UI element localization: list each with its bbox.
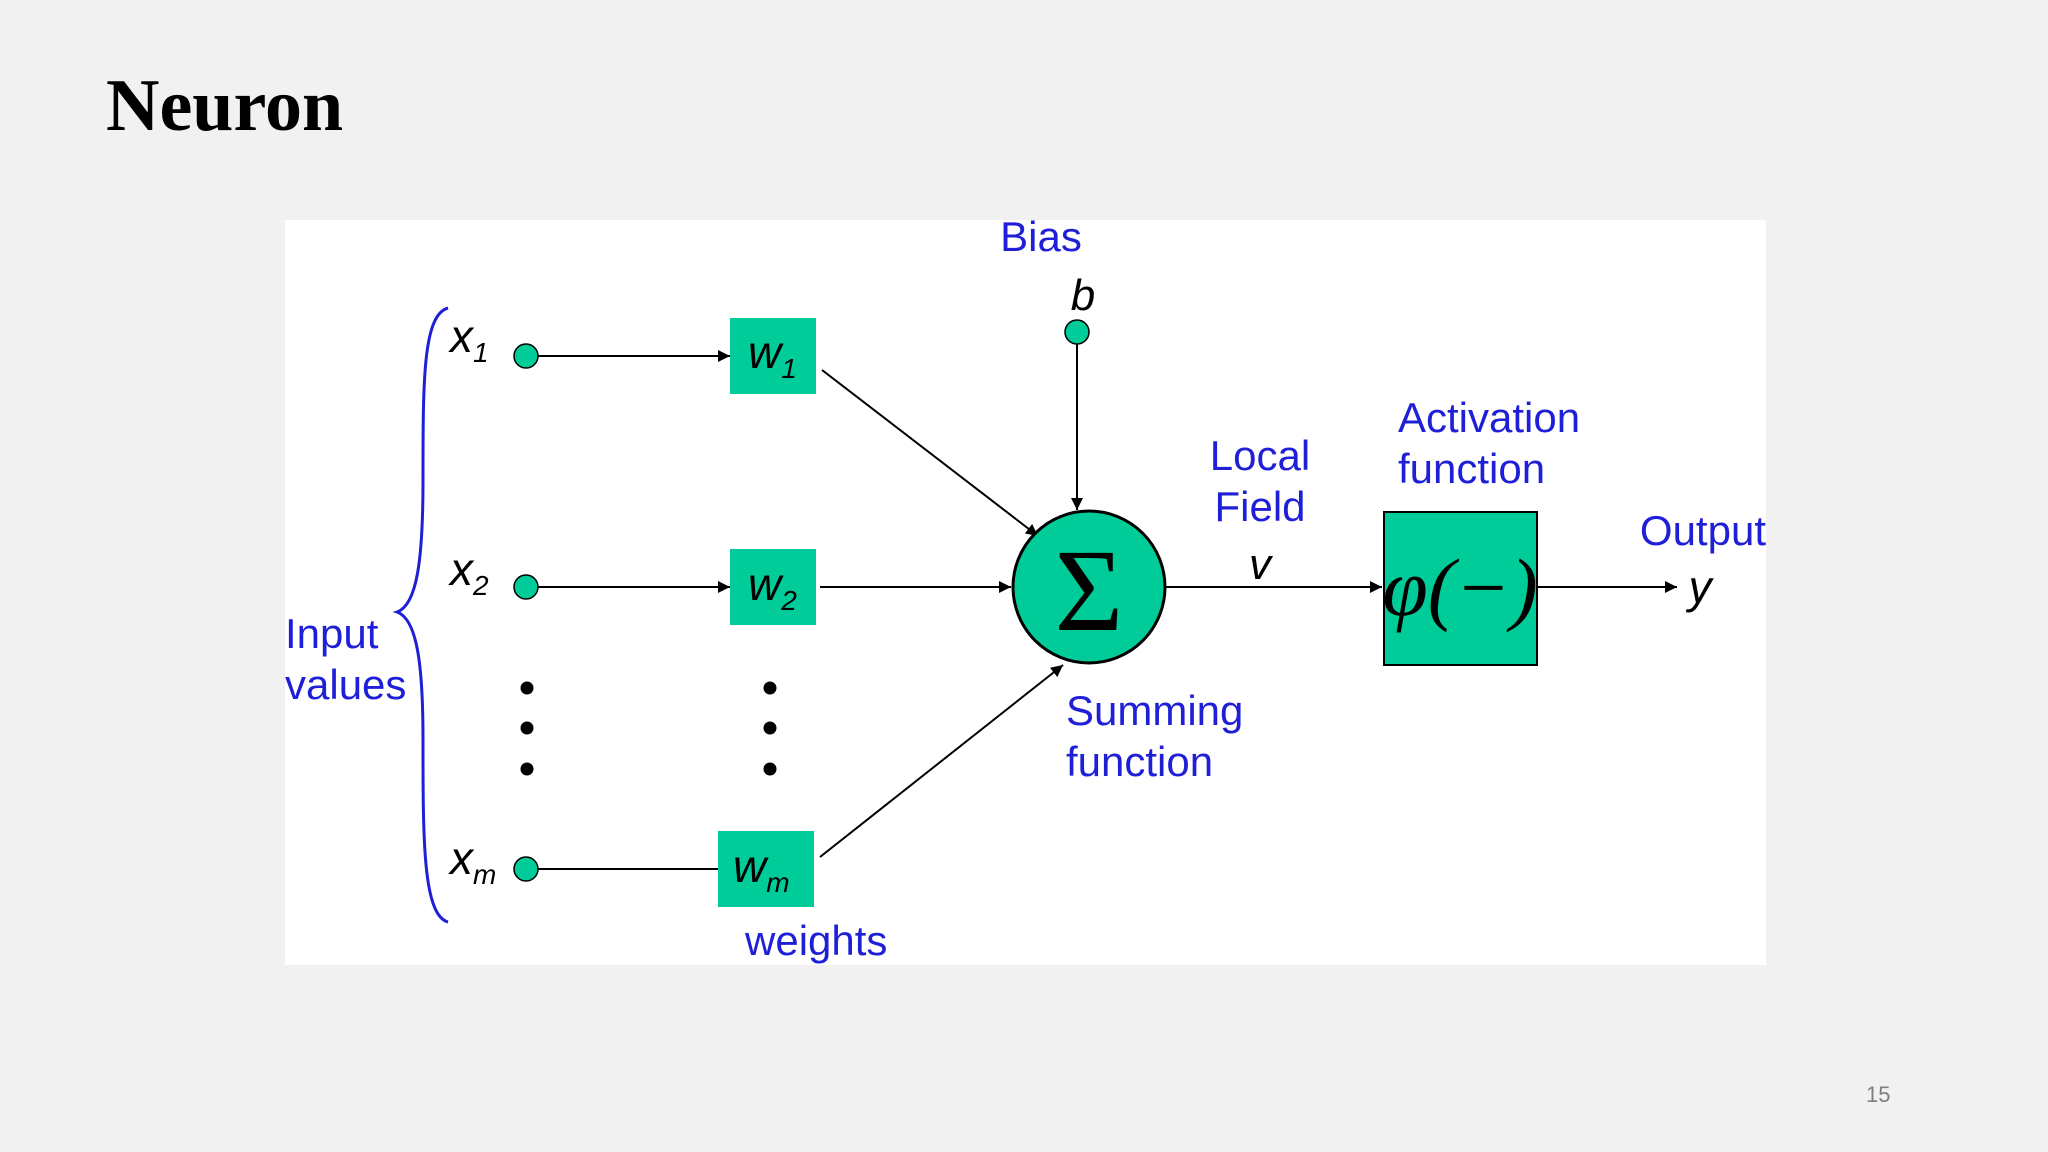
weights-label: weights [744,917,887,964]
weight-w1-label: w1 [748,326,797,384]
input-x2-node [513,574,539,600]
bias-node [1064,319,1090,345]
neuron-diagram: Bias b Input values x1 x2 xm [285,220,1766,965]
activation-label-line2: function [1398,445,1545,492]
input-label-line1: Input [285,610,379,657]
weight-ellipsis [763,681,777,776]
input-xm-node [513,856,539,882]
local-field-symbol: v [1249,540,1274,589]
output-symbol: y [1686,561,1715,613]
input-brace [392,306,449,924]
summing-label-line1: Summing [1066,687,1243,734]
local-field-label-line1: Local [1210,432,1310,479]
slide-title: Neuron [106,65,344,147]
weight-wm-box [718,831,814,907]
weight-w1-box [730,318,816,394]
output-label: Output [1640,507,1766,554]
activation-label-line1: Activation [1398,394,1580,441]
input-ellipsis [520,681,534,776]
bias-label: Bias [1000,220,1082,260]
weight-w2-box [730,549,816,625]
sigma-symbol: Σ [1055,525,1124,656]
input-label-line2: values [285,661,406,708]
page-number: 15 [1866,1082,1891,1107]
activation-box [1383,511,1538,666]
neuron-diagram-svg: Bias b Input values x1 x2 xm [285,220,1766,964]
input-x1-node [513,343,539,369]
summing-label-line2: function [1066,738,1213,785]
input-x2-label: x2 [448,543,489,601]
input-x1-label: x1 [448,310,489,368]
weight-wm-label: wm [733,840,790,898]
weight-w2-label: w2 [748,558,797,616]
input-xm-label: xm [448,832,496,890]
wm-to-sum-arrow [819,664,1064,858]
bias-symbol: b [1071,271,1095,320]
w1-to-sum-arrow [821,369,1039,537]
activation-symbol: φ(−) [1382,542,1537,633]
local-field-label-line2: Field [1214,483,1305,530]
